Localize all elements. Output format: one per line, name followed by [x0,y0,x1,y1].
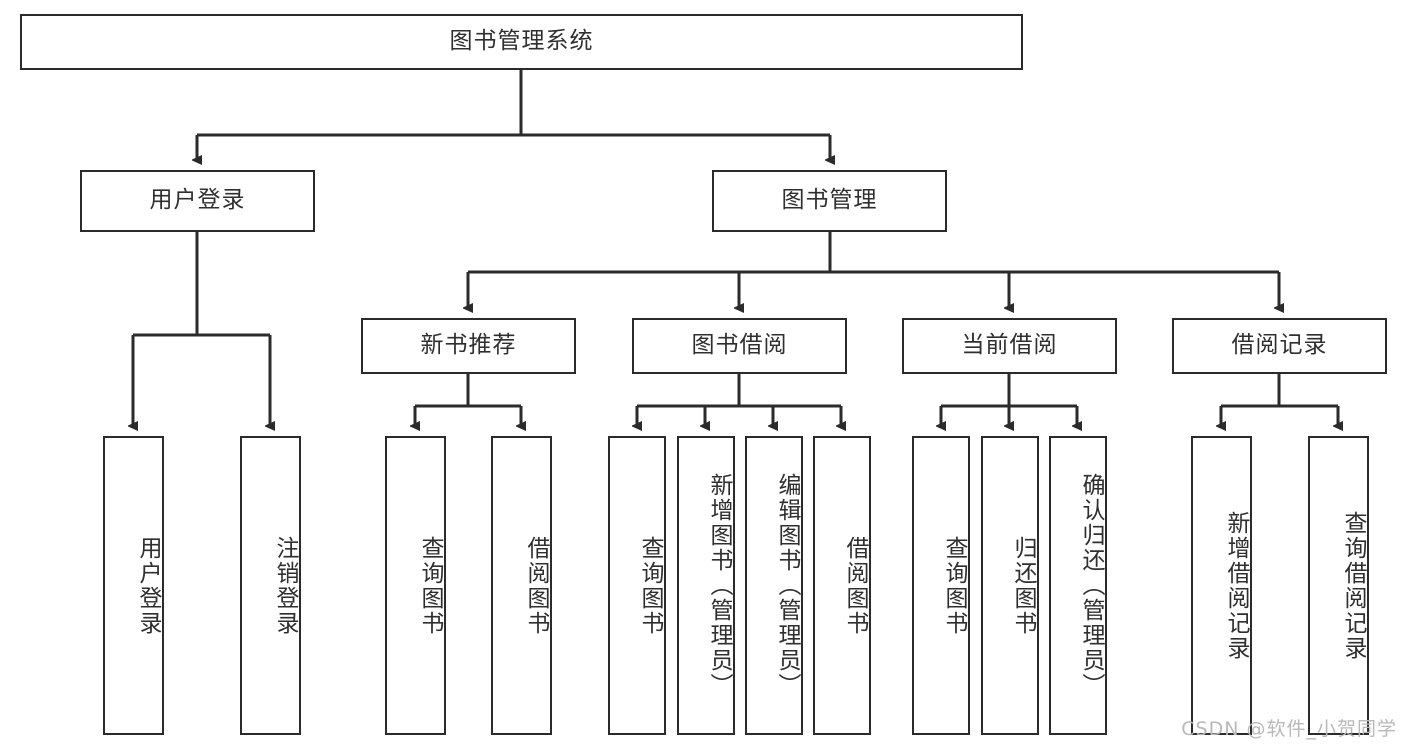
node-label: 用户登录 [149,187,246,214]
node-label: 注销登录 [272,535,298,636]
node-title-book-management-system[interactable]: 图书管理系统 [20,14,1023,70]
node-label: 编辑图书（管理员） [774,473,800,698]
node-edit-book-admin[interactable]: 编辑图书（管理员） [745,436,803,735]
node-current-borrow[interactable]: 当前借阅 [902,318,1117,374]
node-add-borrow-record[interactable]: 新增借阅记录 [1191,436,1252,735]
node-label: 借阅图书 [523,535,549,636]
node-query-book-recommend[interactable]: 查询图书 [385,436,446,735]
node-label: 借阅图书 [842,535,868,636]
node-add-book-admin[interactable]: 新增图书（管理员） [677,436,735,735]
node-label: 当前借阅 [961,332,1058,359]
node-label: 查询图书 [941,535,967,636]
node-label: 用户登录 [135,535,161,636]
node-user-login-leaf[interactable]: 用户登录 [103,436,164,735]
node-label: 新书推荐 [420,332,517,359]
node-book-borrow[interactable]: 图书借阅 [632,318,847,374]
node-new-book-recommend[interactable]: 新书推荐 [361,318,576,374]
csdn-watermark: CSDN @软件_小贺同学 [1181,718,1397,740]
node-label: 图书管理系统 [449,28,594,55]
node-label: 查询借阅记录 [1340,510,1366,661]
node-book-management[interactable]: 图书管理 [712,170,947,232]
node-borrow-book-recommend[interactable]: 借阅图书 [491,436,552,735]
node-label: 借阅记录 [1231,332,1328,359]
node-query-borrow-record[interactable]: 查询借阅记录 [1308,436,1369,735]
node-user-login[interactable]: 用户登录 [80,170,315,232]
node-borrow-record[interactable]: 借阅记录 [1172,318,1387,374]
node-confirm-return-admin[interactable]: 确认归还（管理员） [1049,436,1107,735]
node-label: 图书借阅 [691,332,788,359]
node-logout-leaf[interactable]: 注销登录 [240,436,301,735]
node-label: 查询图书 [637,535,663,636]
node-return-book[interactable]: 归还图书 [981,436,1039,735]
node-label: 图书管理 [781,187,878,214]
node-label: 查询图书 [417,535,443,636]
node-label: 确认归还（管理员） [1078,473,1104,698]
node-label: 归还图书 [1010,535,1036,636]
node-label: 新增借阅记录 [1223,510,1249,661]
node-query-book-current[interactable]: 查询图书 [912,436,970,735]
node-query-book-borrow[interactable]: 查询图书 [608,436,666,735]
node-label: 新增图书（管理员） [706,473,732,698]
node-borrow-book[interactable]: 借阅图书 [813,436,871,735]
